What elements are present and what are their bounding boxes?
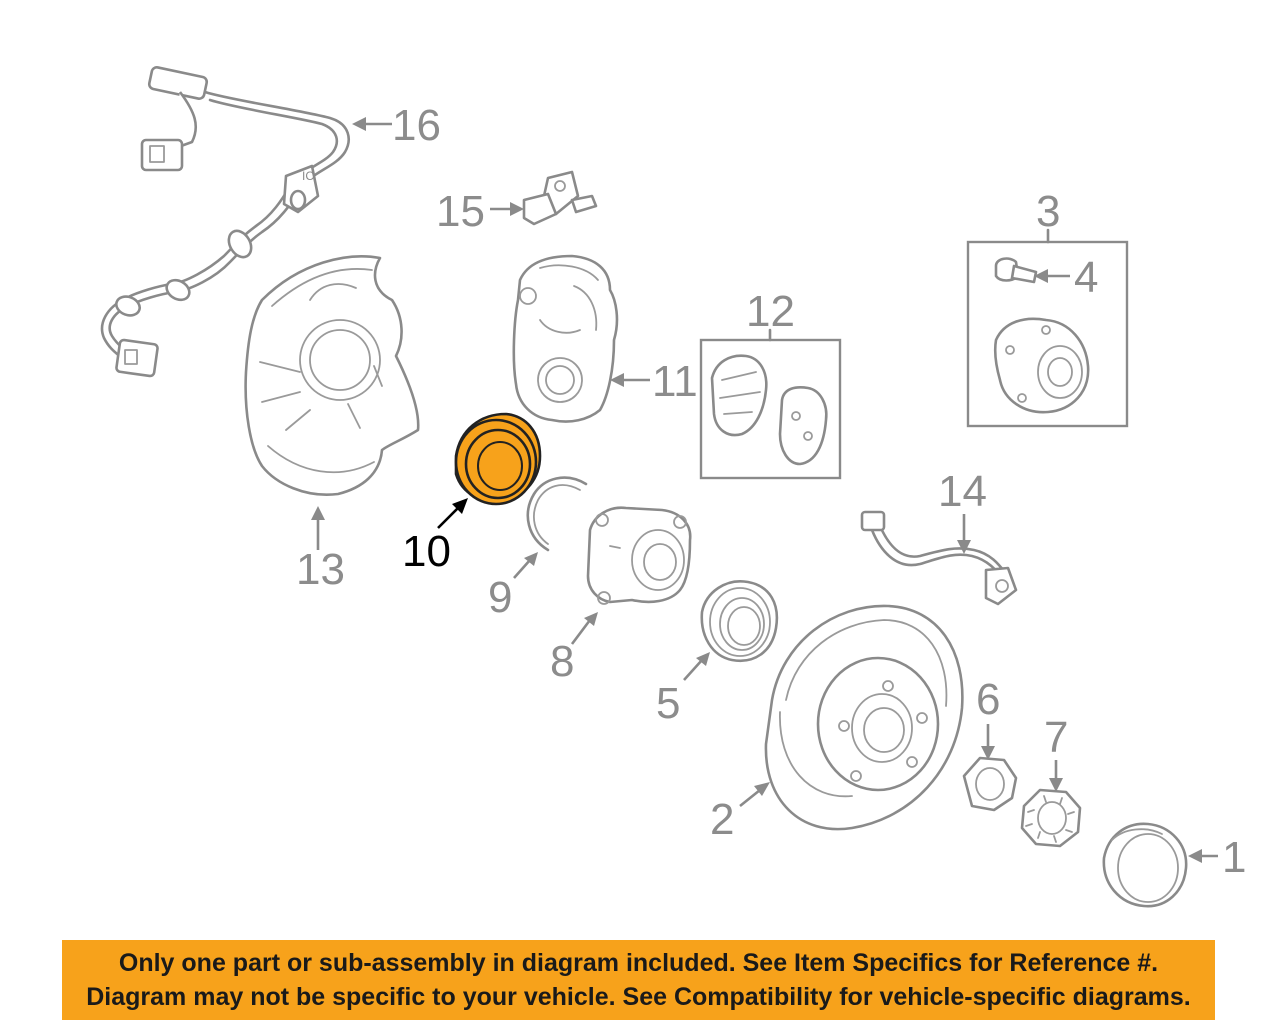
label-12: 12 (746, 287, 795, 336)
reference-leaders (311, 117, 1218, 863)
part-1-grease-cap[interactable] (1102, 822, 1188, 908)
label-7: 7 (1044, 713, 1068, 762)
label-6: 6 (976, 675, 1000, 724)
label-15: 15 (436, 187, 485, 236)
part-8-hub-bearing[interactable] (586, 506, 692, 605)
label-9: 9 (488, 573, 512, 622)
label-8: 8 (550, 637, 574, 686)
notice-line-1: Only one part or sub-assembly in diagram… (118, 949, 1159, 977)
part-13-dust-shield[interactable] (244, 255, 420, 496)
part-14-brake-hose[interactable] (860, 510, 1018, 606)
label-10: 10 (402, 527, 451, 576)
label-1: 1 (1222, 833, 1246, 882)
part-7-nut-lock[interactable] (1020, 788, 1082, 848)
part-16-abs-wire-harness[interactable]: IC (100, 66, 350, 378)
label-14: 14 (938, 467, 987, 516)
part-12-brake-pad-kit[interactable] (699, 328, 842, 480)
label-3: 3 (1036, 187, 1060, 236)
label-4: 4 (1074, 253, 1098, 302)
notice-banner: Only one part or sub-assembly in diagram… (62, 940, 1215, 1020)
svg-text:IC: IC (302, 169, 314, 183)
label-11: 11 (652, 357, 698, 406)
label-2: 2 (710, 795, 734, 844)
label-5: 5 (656, 679, 680, 728)
part-3-hub-assembly-kit[interactable] (966, 228, 1129, 428)
part-11-brake-caliper[interactable] (512, 254, 619, 423)
part-5-oil-seal[interactable] (700, 580, 779, 663)
part-10-oil-seal-highlighted[interactable] (454, 412, 542, 506)
part-6-lock-nut[interactable] (962, 756, 1018, 812)
parts-diagram: IC (100, 66, 1246, 908)
part-15-abs-speed-sensor[interactable] (522, 170, 598, 226)
part-9-snap-ring[interactable] (526, 476, 588, 552)
label-16: 16 (392, 101, 441, 150)
notice-line-2: Diagram may not be specific to your vehi… (86, 983, 1191, 1011)
label-13: 13 (296, 545, 345, 594)
part-2-brake-rotor[interactable] (764, 604, 964, 831)
